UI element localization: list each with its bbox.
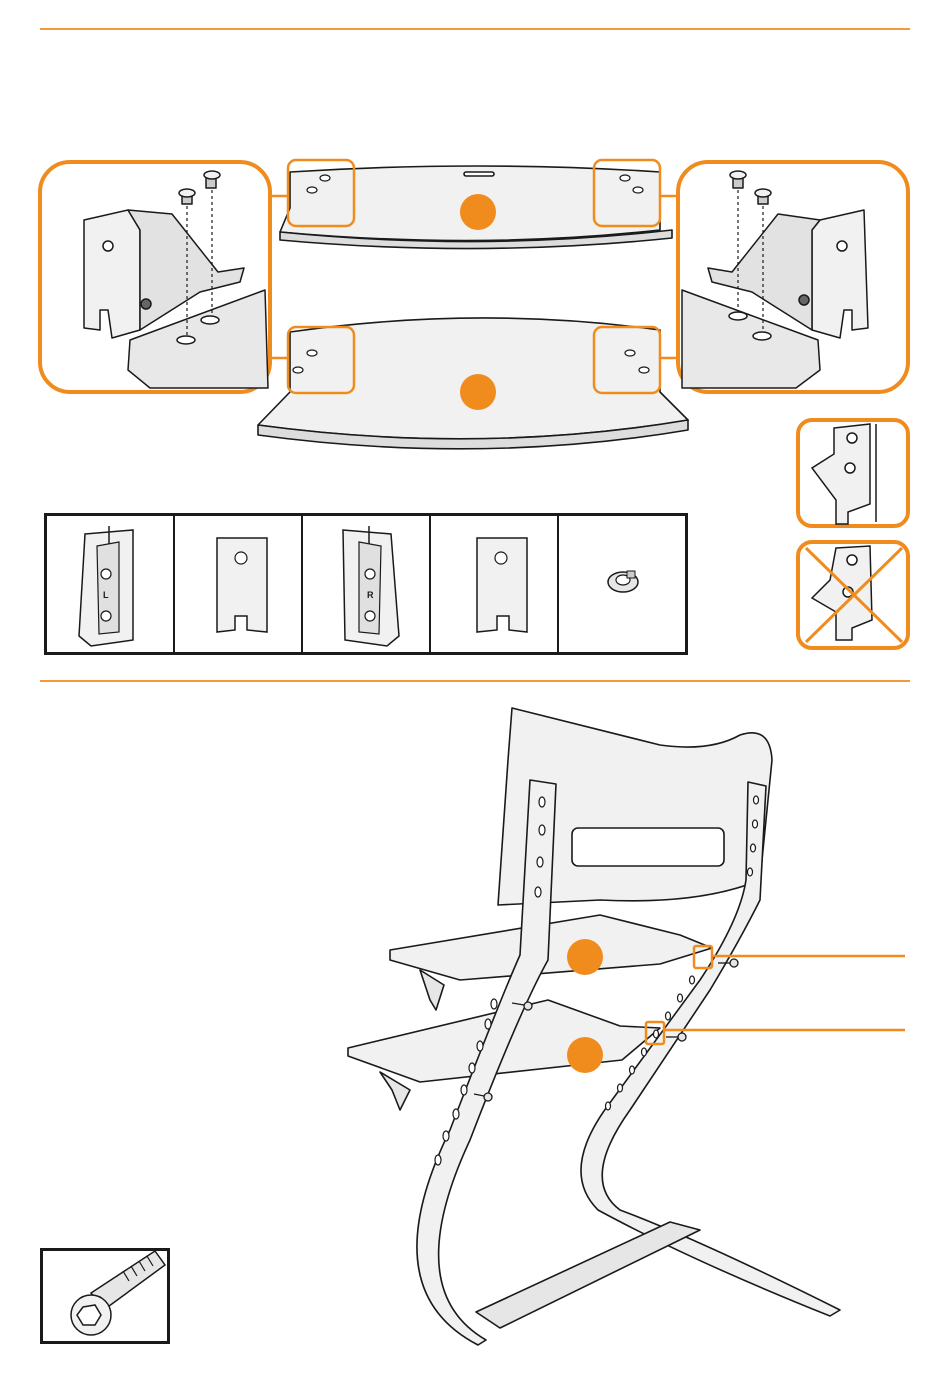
hex-bolt-icon [43,1251,173,1347]
upper-board-marker [567,939,603,975]
upper-board [390,915,712,980]
base-bar [476,1222,700,1328]
bolt-detail-box [40,1248,170,1344]
lower-board-marker [567,1037,603,1073]
